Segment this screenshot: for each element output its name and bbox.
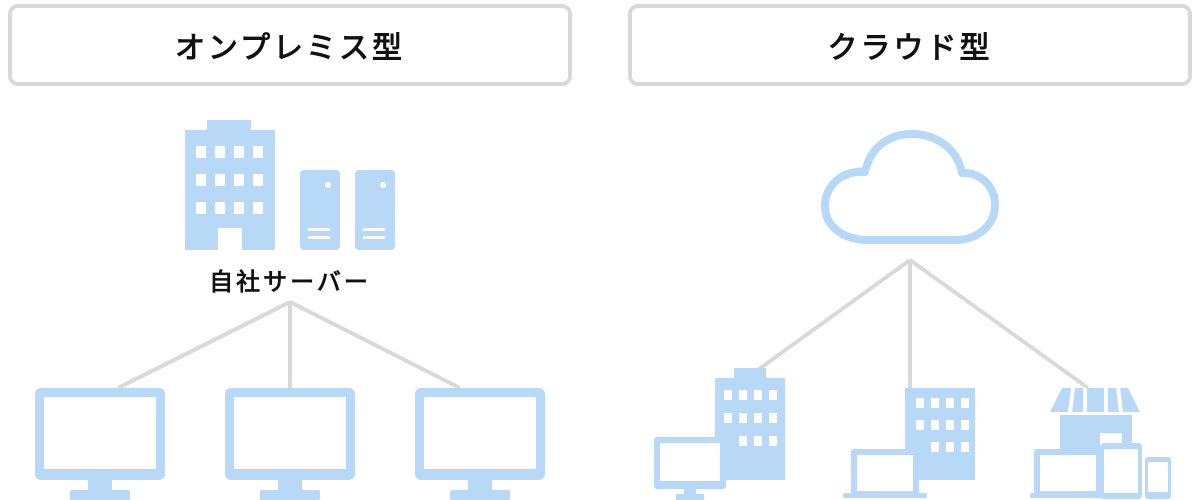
on-premise-connectors <box>117 300 461 390</box>
office-building-icon <box>185 120 275 250</box>
office-building-icon <box>715 368 785 480</box>
server-tower-icon <box>355 170 395 250</box>
on-premise-header: オンプレミス型 <box>8 4 572 86</box>
on-premise-title: オンプレミス型 <box>174 31 406 66</box>
tablet-icon <box>1100 443 1142 499</box>
smartphone-icon <box>1145 457 1171 499</box>
monitor-icon <box>415 388 545 500</box>
cloud-connectors <box>753 258 1090 390</box>
monitor-icon <box>225 388 355 500</box>
cloud-icon <box>821 130 999 244</box>
laptop-icon <box>843 449 927 498</box>
server-label: 自社サーバー <box>209 268 371 296</box>
laptop-icon <box>1030 449 1106 498</box>
cloud-header: クラウド型 <box>628 4 1192 86</box>
cloud-title: クラウド型 <box>827 31 993 66</box>
server-tower-icon <box>300 170 340 250</box>
monitor-icon <box>654 437 726 500</box>
monitor-icon <box>35 388 165 500</box>
